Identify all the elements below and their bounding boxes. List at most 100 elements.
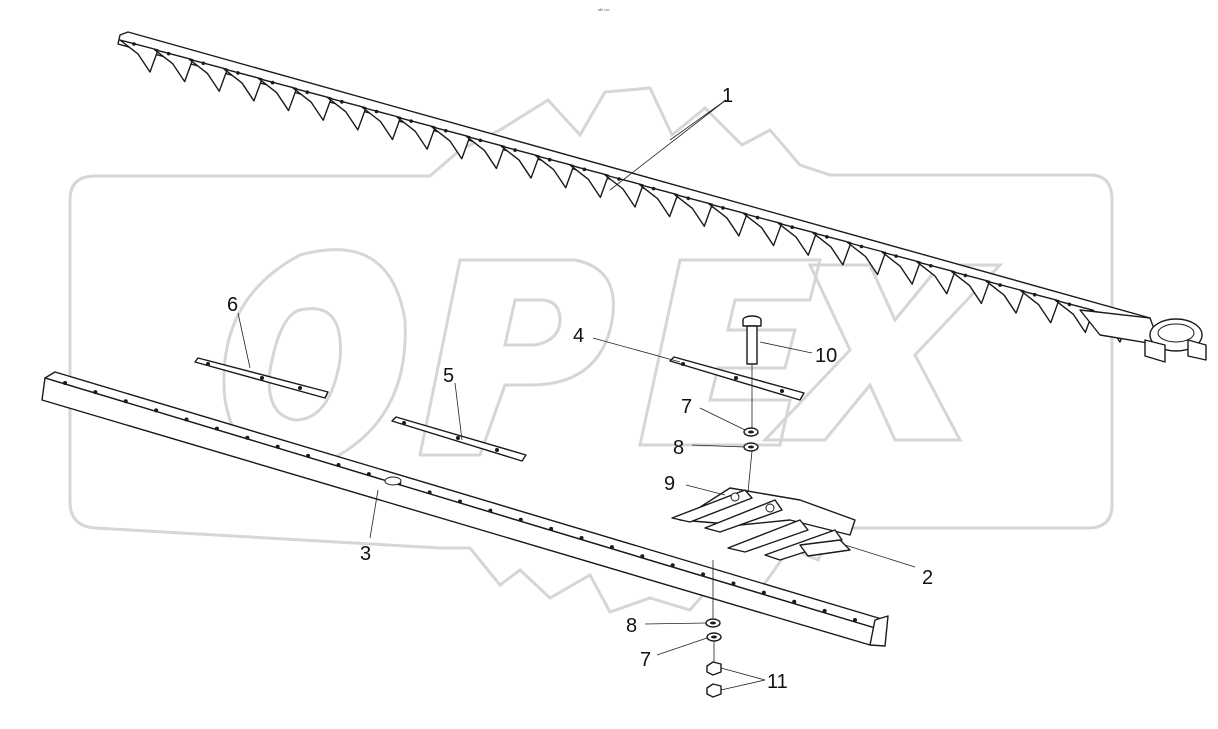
knife-section	[569, 164, 610, 199]
knife-rivet	[859, 244, 864, 249]
nut-lower	[706, 683, 722, 698]
knife-rivet	[132, 42, 136, 46]
flat-washer-lower-hole	[710, 621, 716, 625]
knife-rivet	[478, 138, 483, 143]
channel-hole	[366, 472, 371, 477]
channel-hole	[184, 417, 189, 422]
guard-bolt-hole	[730, 492, 740, 502]
knife-section	[223, 68, 263, 102]
knife-section	[431, 126, 471, 160]
knife-rivet	[1067, 302, 1072, 307]
channel-hole	[549, 526, 554, 531]
channel-hole	[670, 563, 675, 568]
leader-5	[454, 382, 463, 441]
knife-head-clamp-right	[1187, 339, 1207, 361]
knife-rivet	[686, 196, 691, 201]
channel-hole	[488, 508, 493, 513]
knife-rivet	[166, 51, 171, 56]
nut-upper	[706, 661, 722, 676]
knife-section	[985, 280, 1025, 314]
knife-section	[916, 261, 956, 295]
knife-section	[1054, 299, 1095, 334]
channel-hole	[579, 535, 584, 540]
watermark	[68, 86, 1114, 614]
wear-plate-5	[391, 416, 527, 462]
leader-11b	[720, 679, 766, 691]
knife-rivet	[409, 119, 413, 123]
callout-7-lower: 7	[640, 649, 651, 671]
channel-hole	[275, 444, 280, 449]
knife-section	[361, 106, 402, 141]
knife-section	[777, 222, 817, 256]
callout-9: 9	[664, 473, 675, 495]
knife-section	[257, 77, 298, 112]
leader-lines	[237, 99, 916, 691]
knife-back-bar	[117, 31, 1151, 327]
plate-4-hole	[780, 389, 784, 393]
guard-finger-2	[704, 499, 783, 533]
knife-rivet	[340, 100, 344, 104]
callout-2: 2	[922, 567, 933, 589]
channel-end-cap	[869, 615, 889, 647]
knife-section	[638, 183, 679, 218]
callout-1: 1	[722, 85, 733, 107]
leader-1b	[609, 99, 727, 191]
knife-rivet	[443, 128, 448, 133]
guard-lug	[799, 539, 851, 557]
callout-8-lower: 8	[626, 615, 637, 637]
callout-7-upper: 7	[681, 396, 692, 418]
leader-3	[369, 489, 379, 539]
knife-rivet	[721, 206, 725, 210]
knife-rivet	[894, 254, 898, 258]
leader-7-upper	[699, 407, 746, 431]
wear-plate-6	[194, 357, 329, 399]
knife-section	[188, 58, 228, 92]
channel-hole	[518, 517, 523, 522]
plate-4-hole	[734, 376, 738, 380]
plate-6-hole	[206, 362, 210, 366]
knife-rivet	[305, 90, 310, 95]
knife-rivet	[998, 283, 1002, 287]
knife-rivet	[374, 109, 379, 114]
flat-washer-upper-hole	[748, 445, 754, 449]
channel-hole	[458, 499, 462, 504]
knife-rivet	[651, 186, 656, 191]
knife-section	[742, 212, 783, 247]
leader-10	[759, 341, 813, 354]
callout-11: 11	[767, 671, 788, 693]
knife-section	[396, 116, 436, 150]
knife-rivet	[825, 235, 829, 239]
plate-4-hole	[681, 362, 685, 366]
bolt-head-side	[742, 320, 762, 327]
callout-6: 6	[227, 294, 238, 316]
knife-section-bar	[117, 31, 1207, 363]
knife-rivet	[547, 157, 552, 162]
knife-section	[673, 193, 713, 227]
leader-2	[844, 544, 916, 568]
knife-rivet	[513, 148, 517, 152]
knife-rivet	[617, 177, 621, 181]
bolt	[742, 315, 762, 365]
knife-head-ring-inner	[1157, 323, 1195, 343]
knife-rivet	[201, 61, 206, 66]
plate-6-hole	[298, 386, 302, 390]
plate-5-hole	[402, 421, 406, 425]
guard-finger-3	[727, 519, 809, 553]
knife-rivet	[1032, 292, 1037, 297]
channel-hole	[701, 572, 706, 577]
channel-hole	[245, 435, 250, 440]
knife-section	[500, 145, 540, 179]
channel-hole	[640, 554, 645, 559]
knife-section	[119, 39, 159, 73]
knife-head-clamp	[1144, 339, 1166, 363]
knife-rivet	[270, 80, 275, 85]
watermark-letter-x	[761, 263, 1004, 442]
leader-9	[685, 484, 726, 496]
knife-rivet	[790, 225, 795, 230]
plate-6-hole	[260, 376, 264, 380]
knife-rivet	[755, 215, 760, 220]
guard-finger-assembly	[671, 487, 856, 561]
leader-1a	[669, 99, 727, 141]
callout-10: 10	[815, 345, 837, 367]
